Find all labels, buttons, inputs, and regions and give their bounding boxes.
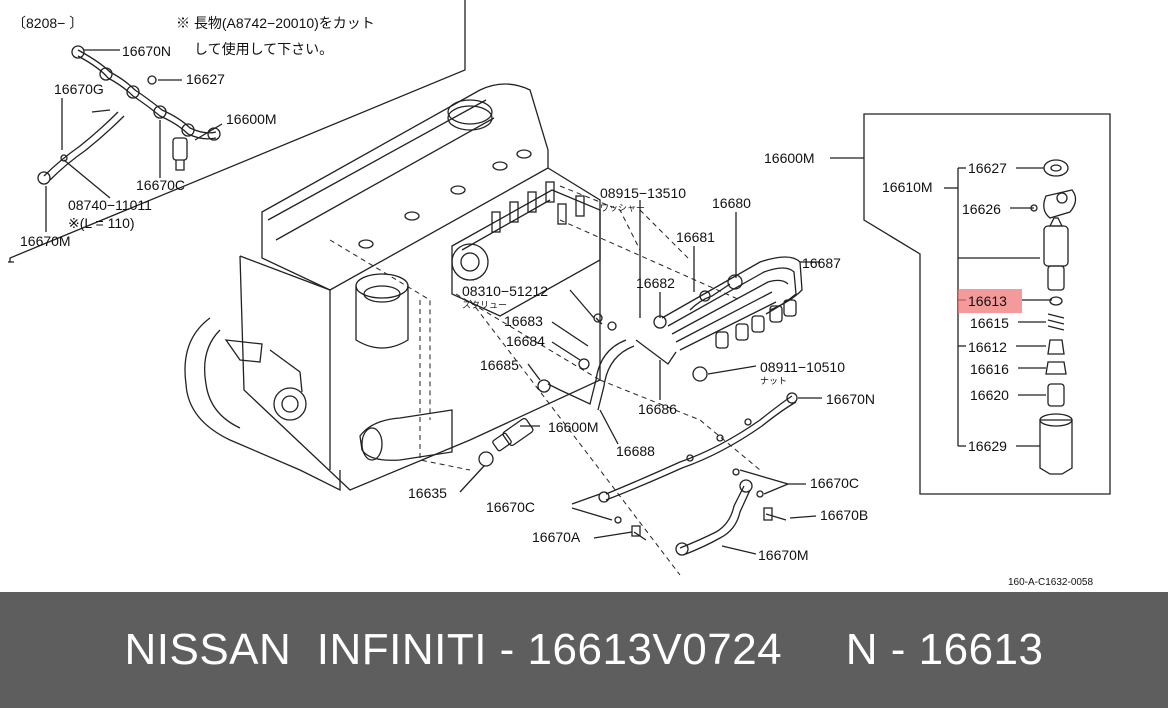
detail-label-16613: 16613 xyxy=(968,293,1007,309)
label-washer-kana: ワッシャー xyxy=(600,203,645,213)
detail-labels: 16600M 16610M 16627 16626 16613 16615 16… xyxy=(764,150,1009,454)
inset-label-16627: 16627 xyxy=(186,71,225,87)
injection-pipes-drawing xyxy=(459,200,822,556)
detail-label-16615: 16615 xyxy=(970,315,1009,331)
highlight-16613 xyxy=(958,289,1022,313)
inset-label-16670M: 16670M xyxy=(20,233,71,249)
label-08915-13510: 08915−13510 xyxy=(600,185,686,201)
label-16686: 16686 xyxy=(638,401,677,417)
parts-diagram: 〔8208− 〕 ※ 長物(A8742−20010)をカット して使用して下さい… xyxy=(8,0,1111,588)
inset-labels: 〔8208− 〕 ※ 長物(A8742−20010)をカット して使用して下さい… xyxy=(12,15,375,249)
main-labels: 08915−13510 ワッシャー 16680 16681 16687 1668… xyxy=(408,185,875,563)
label-16670M-main: 16670M xyxy=(758,547,809,563)
label-16682: 16682 xyxy=(636,275,675,291)
diagram-code: 160-A-C1632-0058 xyxy=(1008,577,1093,588)
detail-label-16610M: 16610M xyxy=(882,179,933,195)
detail-label-16620: 16620 xyxy=(970,387,1009,403)
detail-panel xyxy=(830,113,1111,495)
inset-label-16600M: 16600M xyxy=(226,111,277,127)
inset-label-16670N: 16670N xyxy=(122,43,171,59)
caption-bar: NISSAN INFINITI - 16613V0724 N - 16613 xyxy=(0,592,1168,708)
label-16635: 16635 xyxy=(408,485,447,501)
label-16670C-left: 16670C xyxy=(486,499,535,515)
engine-block-drawing xyxy=(184,83,761,576)
detail-label-16612: 16612 xyxy=(968,339,1007,355)
label-16684: 16684 xyxy=(506,333,545,349)
label-16688: 16688 xyxy=(616,443,655,459)
inset-label-16670G: 16670G xyxy=(54,81,104,97)
label-16687: 16687 xyxy=(802,255,841,271)
label-16670B: 16670B xyxy=(820,507,868,523)
detail-label-16626: 16626 xyxy=(962,201,1001,217)
label-nut-kana: ナット xyxy=(760,376,787,386)
label-08911-10510: 08911−10510 xyxy=(760,359,845,375)
part-number-caption: NISSAN INFINITI - 16613V0724 N - 16613 xyxy=(124,625,1044,674)
detail-label-16629: 16629 xyxy=(968,438,1007,454)
detail-label-16600M: 16600M xyxy=(764,150,815,166)
label-16683: 16683 xyxy=(504,313,543,329)
label-08310-51212: 08310−51212 xyxy=(462,283,548,299)
inset-label-08740: 08740−11011 xyxy=(68,197,152,213)
detail-label-16627: 16627 xyxy=(968,160,1007,176)
label-16670N-main: 16670N xyxy=(826,391,875,407)
inset-label-16670C: 16670C xyxy=(136,177,185,193)
label-16685: 16685 xyxy=(480,357,519,373)
label-16670A: 16670A xyxy=(532,529,581,545)
label-screw-kana: スクリュー xyxy=(462,300,507,310)
detail-label-16616: 16616 xyxy=(970,361,1009,377)
inset-note-line2: して使用して下さい。 xyxy=(194,41,333,57)
label-16670C-right: 16670C xyxy=(810,475,859,491)
label-16680: 16680 xyxy=(712,195,751,211)
inset-panel xyxy=(8,0,466,263)
inset-label-length: ※(L = 110) xyxy=(68,215,135,231)
inset-note-line1: ※ 長物(A8742−20010)をカット xyxy=(176,15,375,31)
inset-bracket-code: 〔8208− 〕 xyxy=(12,15,83,31)
label-16681: 16681 xyxy=(676,229,715,245)
label-16600M-main: 16600M xyxy=(548,419,599,435)
